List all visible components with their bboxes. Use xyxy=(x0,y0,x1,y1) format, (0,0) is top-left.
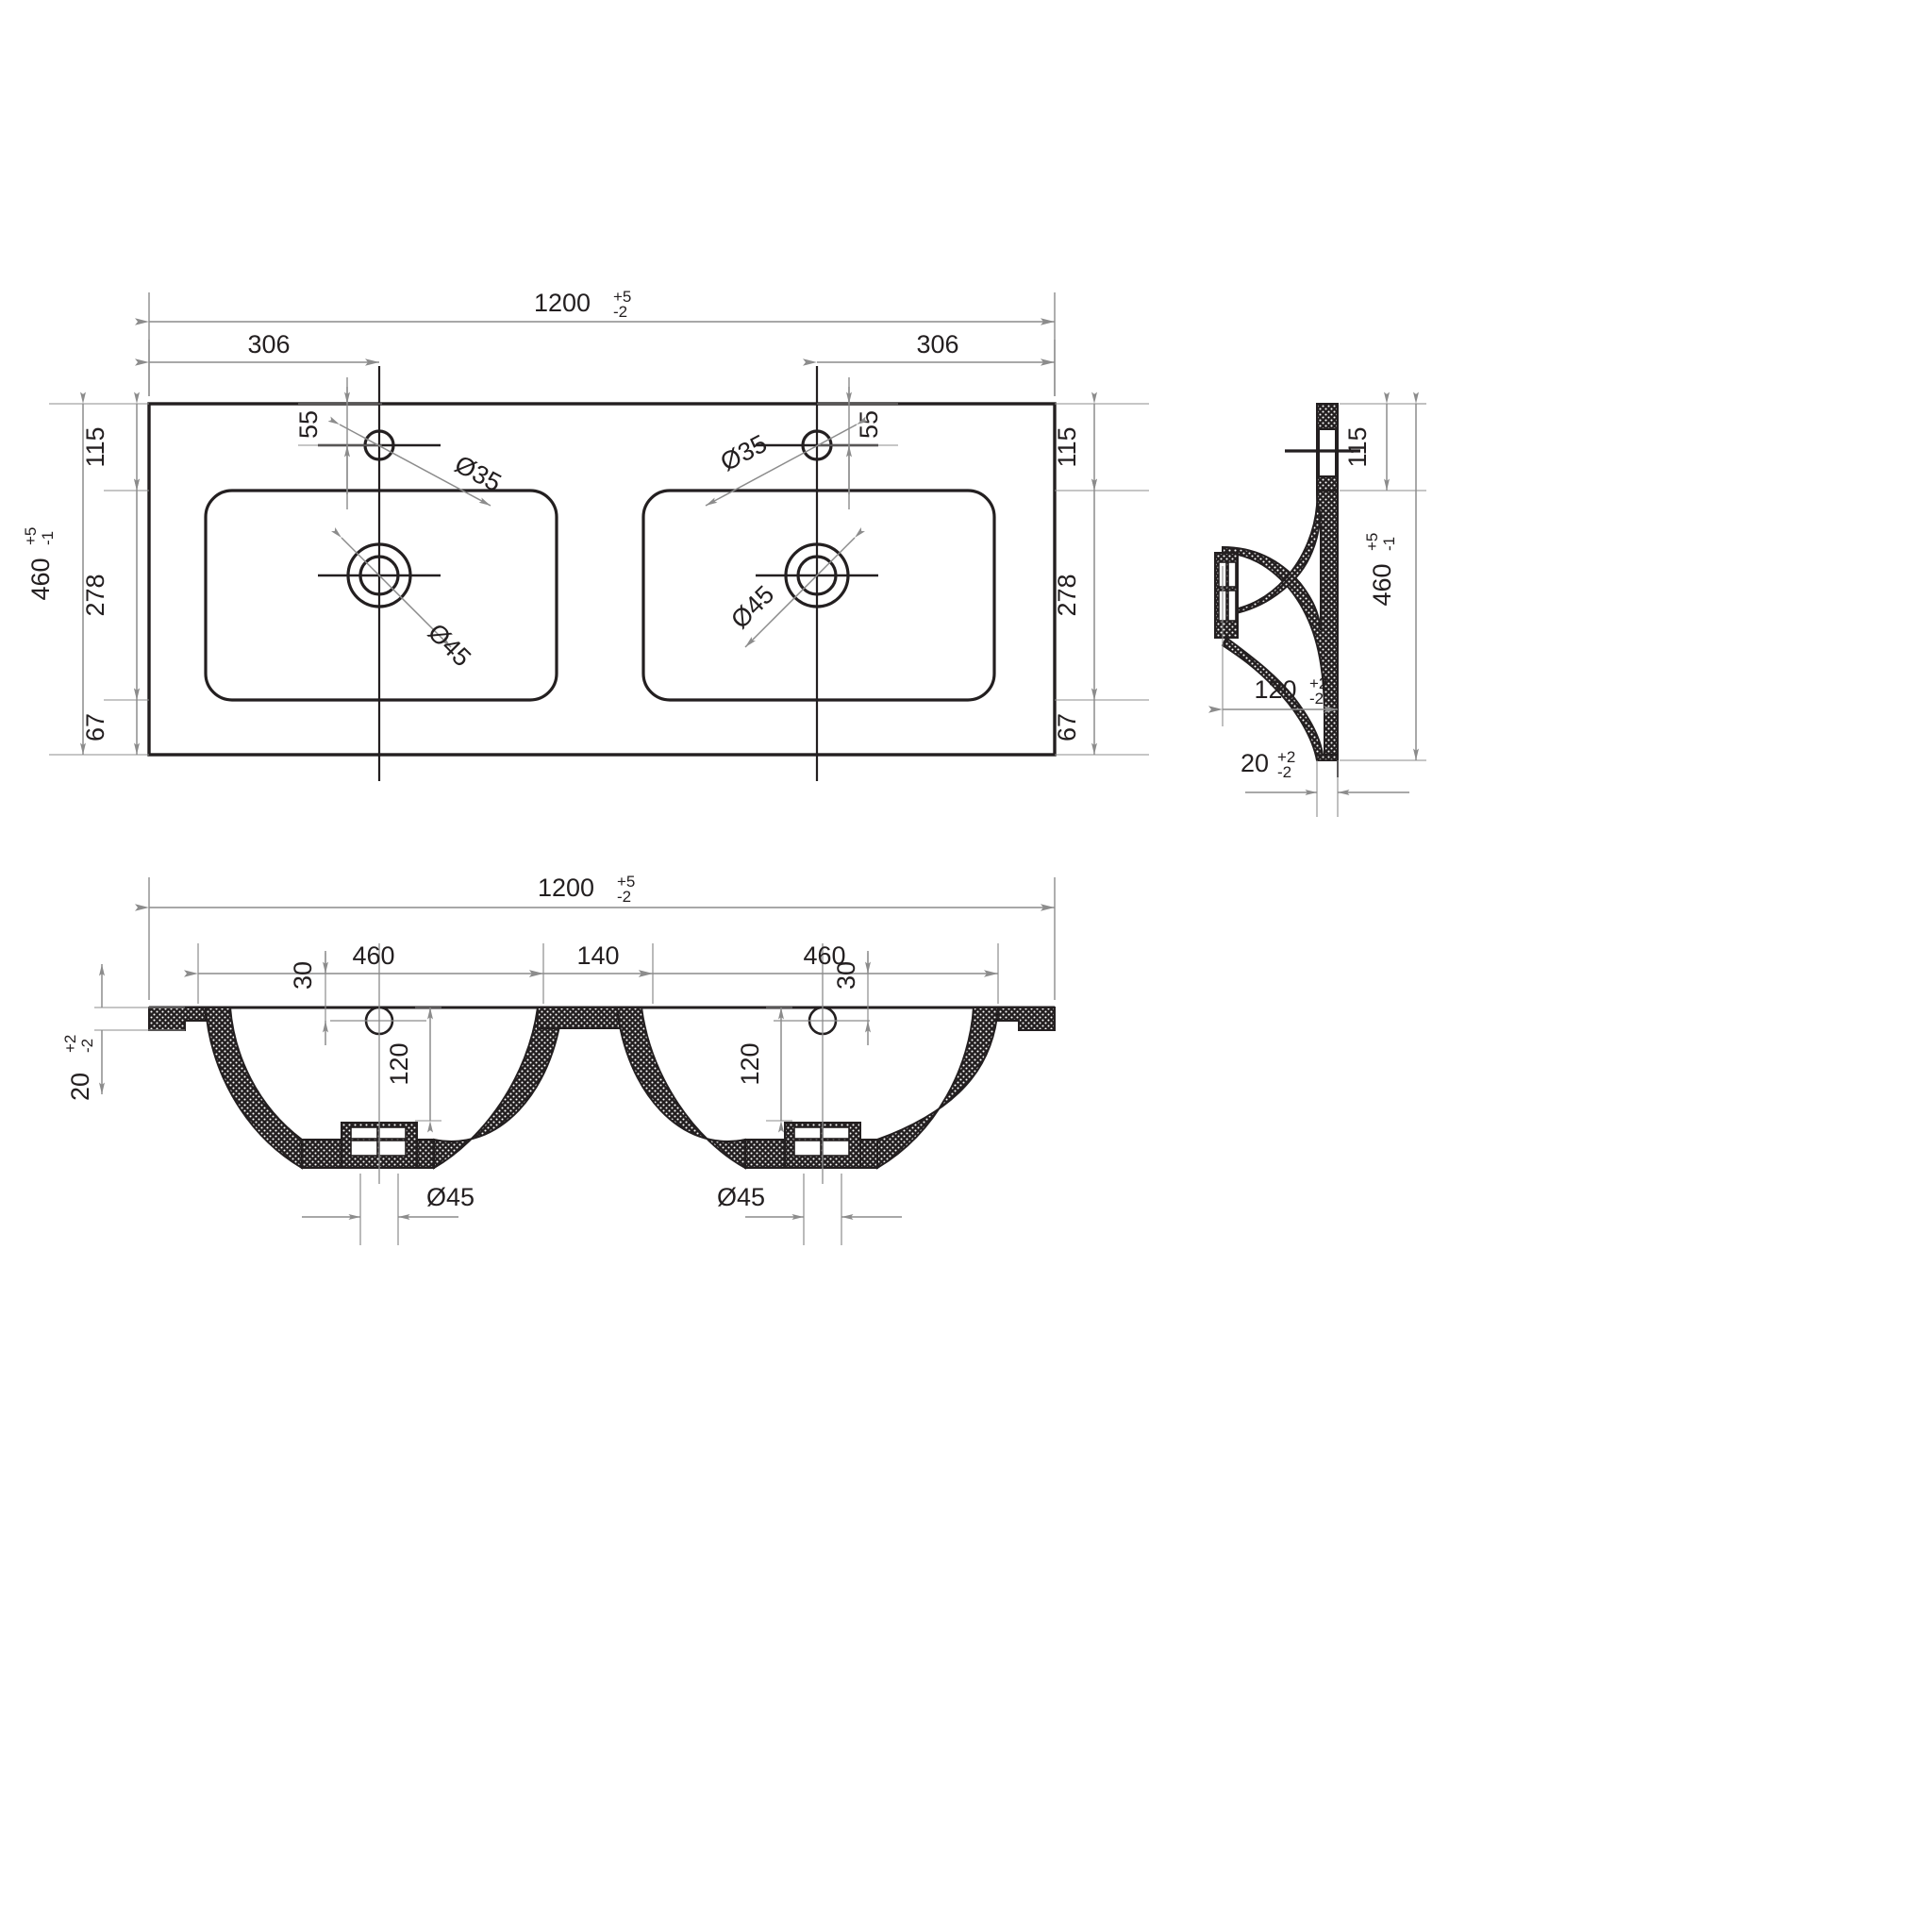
front-depth-left-value: 120 xyxy=(385,1042,413,1085)
side-overall-depth-value: 460 xyxy=(1368,563,1396,606)
front-bowl-left-value: 460 xyxy=(352,941,394,970)
side-overall-depth-tol-up: +5 xyxy=(1363,533,1381,551)
side-tap-boss xyxy=(1318,428,1337,477)
side-rim-tol-up: +2 xyxy=(1277,748,1295,766)
plan-tap-left-x-value: 306 xyxy=(247,330,290,358)
side-overall-depth-tol-dn: -1 xyxy=(1380,537,1398,551)
plan-outline xyxy=(147,402,1057,757)
side-tap-height-value: 115 xyxy=(1343,426,1372,467)
front-dia-waste-right: Ø45 xyxy=(717,1174,902,1245)
front-waste-void-l3 xyxy=(350,1140,378,1157)
front-rim-tol-up: +2 xyxy=(61,1035,79,1053)
side-waste-void-lower2 xyxy=(1227,590,1237,622)
front-rim-value: 20 xyxy=(66,1073,94,1101)
front-dia-waste-right-value: Ø45 xyxy=(717,1183,765,1211)
plan-dim-tap-right-x: 306 xyxy=(803,330,1056,396)
front-waste-void-r3 xyxy=(793,1140,822,1157)
front-dia-waste-left: Ø45 xyxy=(302,1174,475,1245)
side-dim-overall-depth: 460 +5 -1 xyxy=(1340,391,1426,761)
front-overall-width-value: 1200 xyxy=(538,874,594,902)
front-waste-void-r2 xyxy=(822,1126,850,1140)
side-bowl-wall-outer xyxy=(1222,490,1339,756)
plan-bowl-left-value: 278 xyxy=(81,574,109,616)
side-dim-tap-height: 115 xyxy=(1340,391,1426,491)
plan-tap-right-x-value: 306 xyxy=(916,330,958,358)
front-overall-width-tol-dn: -2 xyxy=(617,888,631,906)
front-section-view: 1200 +5 -2 460 140 460 30 30 xyxy=(61,873,1056,1245)
front-waste-void-l4 xyxy=(378,1140,407,1157)
plan-front-right-value: 67 xyxy=(1053,713,1081,741)
plan-overall-width-tol-up: +5 xyxy=(613,288,631,306)
front-dim-overall-width: 1200 +5 -2 xyxy=(135,873,1056,1000)
plan-bowl-right-value: 278 xyxy=(1053,574,1081,616)
front-waste-void-l2 xyxy=(378,1126,407,1140)
plan-back-left-value: 115 xyxy=(81,426,109,467)
side-rim-value: 20 xyxy=(1241,749,1269,777)
side-bottom-rim xyxy=(1316,754,1339,761)
side-dim-bowl-depth: 120 +2 -2 xyxy=(1208,566,1338,726)
side-bowl-depth-value: 120 xyxy=(1254,675,1296,704)
front-rim-right xyxy=(997,1007,1056,1031)
plan-dim-right-chain: 115 278 67 xyxy=(1053,391,1149,756)
front-waste-void-r4 xyxy=(822,1140,850,1157)
front-centre-value: 140 xyxy=(576,941,619,970)
plan-overall-width-tol-dn: -2 xyxy=(613,303,627,321)
front-dim-rim: 20 +2 -2 xyxy=(61,964,185,1101)
front-dia-waste-left-value: Ø45 xyxy=(426,1183,475,1211)
front-offset-left-value: 30 xyxy=(289,961,317,990)
front-waste-void-r1 xyxy=(793,1126,822,1140)
side-bowl-depth-tol-dn: -2 xyxy=(1309,690,1324,708)
plan-dim-tap-left-x: 306 xyxy=(135,330,379,396)
plan-dim-left-chain: 460 +5 -1 115 278 67 xyxy=(22,391,149,756)
plan-tap-left-y-value: 55 xyxy=(294,410,323,439)
front-dim-depth-left: 120 xyxy=(385,1007,441,1133)
front-dim-depth-right: 120 xyxy=(736,1007,792,1133)
side-dim-rim: 20 +2 -2 xyxy=(1241,748,1409,817)
front-overall-width-tol-up: +5 xyxy=(617,873,635,891)
plan-overall-depth-tol-up: +5 xyxy=(22,527,40,545)
front-waste-void-l1 xyxy=(350,1126,378,1140)
plan-back-right-value: 115 xyxy=(1053,426,1081,467)
plan-overall-width-value: 1200 xyxy=(534,289,591,317)
front-dim-chain: 460 140 460 30 30 xyxy=(184,941,999,1045)
front-rim-tol-dn: -2 xyxy=(78,1039,96,1053)
side-bowl-depth-tol-up: +2 xyxy=(1309,675,1327,692)
plan-overall-depth-tol-dn: -1 xyxy=(39,531,57,545)
plan-tap-right-y-value: 55 xyxy=(855,410,883,439)
side-waste-void-upper2 xyxy=(1227,561,1237,588)
front-bowl-right-value: 460 xyxy=(803,941,845,970)
front-bowl-right-wall-b xyxy=(876,1007,1000,1170)
front-depth-right-value: 120 xyxy=(736,1042,764,1085)
front-offset-right-value: 30 xyxy=(832,961,860,990)
side-rim-tol-dn: -2 xyxy=(1277,763,1291,781)
side-section-view: 115 460 +5 -1 120 +2 -2 20 +2 -2 xyxy=(1208,391,1426,817)
plan-front-left-value: 67 xyxy=(81,713,109,741)
plan-overall-depth-value: 460 xyxy=(26,558,55,600)
